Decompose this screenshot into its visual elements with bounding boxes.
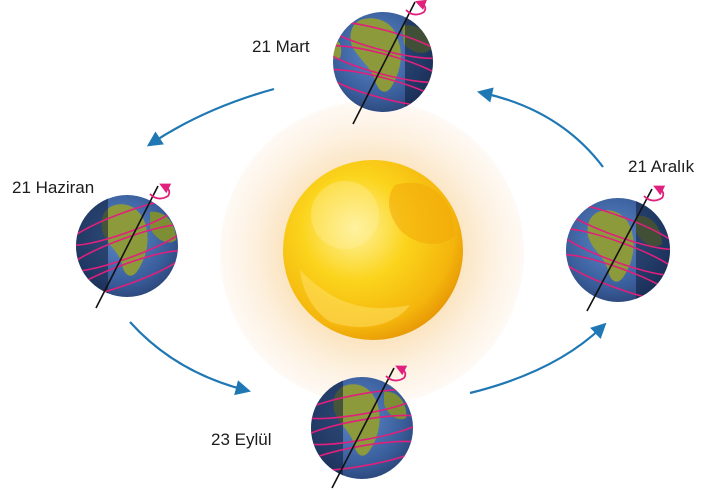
earth-december bbox=[566, 185, 670, 312]
latitude-line bbox=[76, 250, 178, 297]
latitude-line bbox=[333, 20, 433, 60]
latitude-line bbox=[566, 228, 670, 276]
latitude-line bbox=[311, 414, 413, 446]
sun bbox=[220, 101, 524, 405]
orbit-arrow-june-to-september bbox=[129, 321, 251, 396]
orbit-arrow-december-to-march bbox=[476, 87, 604, 168]
latitude-line bbox=[566, 202, 670, 250]
sun-surface-detail bbox=[311, 181, 379, 249]
label-june: 21 Haziran bbox=[12, 178, 95, 197]
rotation-arrow-icon bbox=[149, 183, 172, 200]
rotation-arrow-icon bbox=[643, 185, 666, 202]
latitude-line bbox=[76, 224, 178, 272]
latitude-line bbox=[333, 68, 433, 108]
label-march: 21 Mart bbox=[252, 37, 310, 56]
earth-axis bbox=[352, 1, 416, 125]
earth-axis bbox=[586, 188, 653, 312]
latitude-line bbox=[311, 440, 413, 472]
earth-axis bbox=[331, 367, 395, 489]
sun-surface-detail bbox=[300, 270, 410, 327]
latitude-line bbox=[76, 198, 178, 246]
latitude-line bbox=[311, 388, 413, 420]
orbit-arrow-september-to-december bbox=[469, 322, 607, 395]
earth-june bbox=[76, 183, 178, 309]
label-september: 23 Eylül bbox=[211, 430, 272, 449]
rotation-arrow-icon bbox=[385, 365, 408, 382]
latitude-line bbox=[333, 44, 433, 84]
orbit-arrow-march-to-june bbox=[146, 87, 275, 147]
sun-surface-detail bbox=[388, 182, 455, 245]
label-december: 21 Aralık bbox=[628, 157, 695, 176]
earth-march bbox=[333, 0, 433, 125]
rotation-arrow-icon bbox=[405, 0, 427, 16]
orbit-arrows bbox=[129, 87, 607, 396]
earth-axis bbox=[95, 185, 159, 309]
earth-september bbox=[311, 365, 413, 489]
latitude-line bbox=[566, 254, 670, 302]
